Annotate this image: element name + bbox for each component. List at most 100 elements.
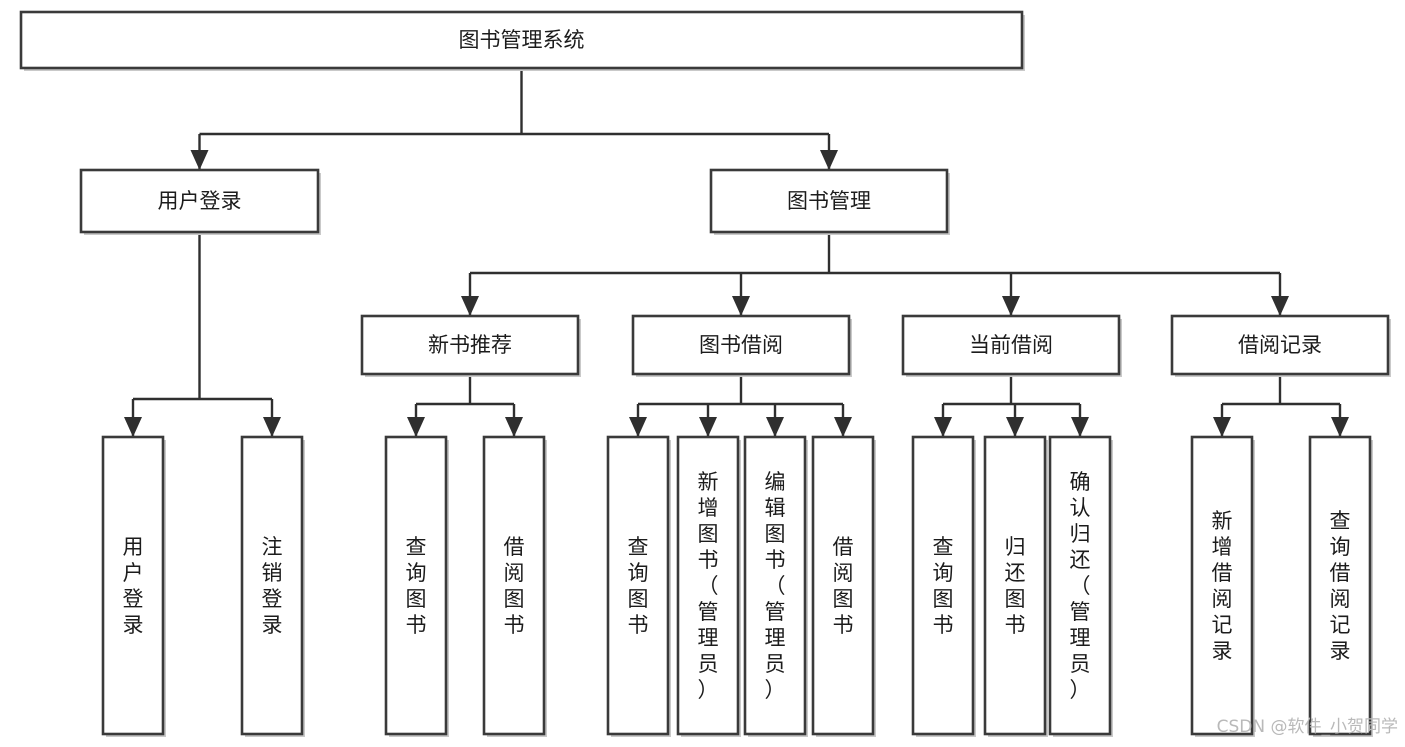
node-label: 阅 (1330, 587, 1351, 611)
connector-userlogin-to-leaves (124, 232, 281, 437)
node-label: 用 (123, 535, 144, 559)
connector-current-to-leaves (934, 374, 1089, 437)
node-label: 借 (504, 535, 525, 559)
node-label: 管 (698, 600, 719, 624)
arrow-head-icon (505, 417, 523, 437)
node-label: 查 (1330, 509, 1351, 533)
node-label: 确 (1070, 470, 1091, 494)
node-label: 查 (628, 535, 649, 559)
node-label: 图书管理系统 (459, 28, 585, 52)
node-label: 理 (765, 626, 786, 650)
connector-root-to-level2 (190, 68, 838, 170)
node-label: 书 (628, 613, 649, 637)
node-label: 户 (123, 561, 144, 585)
node-label: 注 (262, 535, 283, 559)
node-current-borrow[interactable]: 当前借阅 (901, 314, 1122, 377)
node-book-manage[interactable]: 图书管理 (709, 168, 950, 235)
node-label: 查 (933, 535, 954, 559)
arrow-head-icon (461, 296, 479, 316)
node-label: 阅 (504, 561, 525, 585)
connector-borrow-to-leaves (629, 374, 852, 437)
node-label: 书 (698, 548, 719, 572)
node-label: 记 (1212, 613, 1233, 637)
arrow-head-icon (1071, 417, 1089, 437)
arrow-head-icon (732, 296, 750, 316)
arrow-head-icon (1213, 417, 1231, 437)
node-label: 图 (698, 522, 719, 546)
node-book-borrow[interactable]: 图书借阅 (631, 314, 852, 377)
arrow-head-icon (1331, 417, 1349, 437)
node-label: 询 (1330, 535, 1351, 559)
node-borrow-record[interactable]: 借阅记录 (1170, 314, 1391, 377)
arrow-head-icon (820, 150, 838, 170)
node-label: 增 (1212, 535, 1233, 559)
node-new-book-recommend[interactable]: 新书推荐 (360, 314, 581, 377)
node-label: 员 (765, 652, 786, 676)
node-label: 询 (628, 561, 649, 585)
watermark-label: CSDN @软件_小贺同学 (1217, 717, 1398, 737)
node-label: 还 (1070, 548, 1091, 572)
node-label: 图 (406, 587, 427, 611)
node-label: 图 (833, 587, 854, 611)
node-label: 借 (1212, 561, 1233, 585)
node-user-login[interactable]: 用户登录 (79, 168, 321, 235)
node-label: 书 (933, 613, 954, 637)
arrow-head-icon (407, 417, 425, 437)
node-label: 当前借阅 (969, 333, 1053, 357)
node-label: 归 (1070, 522, 1091, 546)
node-label: 增 (698, 496, 719, 520)
node-label: 借 (1330, 561, 1351, 585)
node-label: 记 (1330, 613, 1351, 637)
node-label: 登 (123, 587, 144, 611)
node-root[interactable]: 图书管理系统 (19, 10, 1025, 71)
arrow-head-icon (629, 417, 647, 437)
node-label: 书 (1005, 613, 1026, 637)
node-label: ） (1070, 678, 1091, 702)
node-label: 销 (262, 561, 283, 585)
node-label: 书 (406, 613, 427, 637)
node-label: 新书推荐 (428, 333, 512, 357)
node-label: 图 (1005, 587, 1026, 611)
node-label: 图书借阅 (699, 333, 783, 357)
node-label: 登 (262, 587, 283, 611)
arrow-head-icon (699, 417, 717, 437)
node-label: 书 (504, 613, 525, 637)
node-label: （ (698, 574, 719, 598)
node-leaf-user-login[interactable]: 用户登录 (101, 435, 166, 737)
node-label: 新 (698, 470, 719, 494)
arrow-head-icon (1002, 296, 1020, 316)
node-label: 查 (406, 535, 427, 559)
node-label: 询 (406, 561, 427, 585)
node-label: （ (1070, 574, 1091, 598)
node-label: 图书管理 (787, 189, 871, 213)
node-label: 新 (1212, 509, 1233, 533)
connector-recommend-to-leaves (407, 374, 523, 437)
node-label: 录 (1212, 639, 1233, 663)
node-label: 员 (698, 652, 719, 676)
node-label: 管 (765, 600, 786, 624)
connector-layer (124, 68, 1349, 437)
node-label: 阅 (1212, 587, 1233, 611)
node-label: 录 (262, 613, 283, 637)
node-label: 员 (1070, 652, 1091, 676)
node-label: 理 (698, 626, 719, 650)
node-label: 图 (504, 587, 525, 611)
arrow-head-icon (1271, 296, 1289, 316)
node-label: 图 (765, 522, 786, 546)
node-label: 归 (1005, 535, 1026, 559)
node-label: 图 (933, 587, 954, 611)
arrow-head-icon (263, 417, 281, 437)
